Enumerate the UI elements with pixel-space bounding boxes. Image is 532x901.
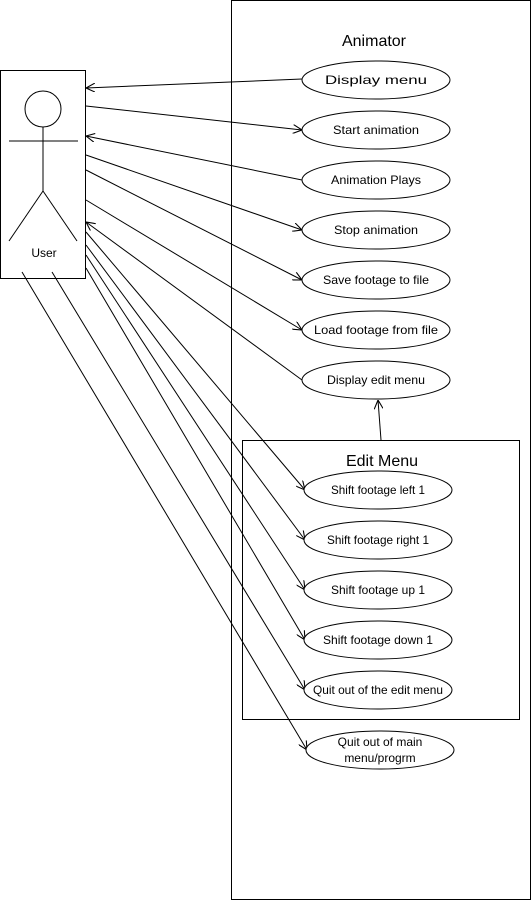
link-quit-edit	[51, 271, 305, 690]
svg-text:Load footage from file: Load footage from file	[314, 323, 438, 337]
link-load-footage	[85, 199, 302, 330]
link-edit-menu-open	[378, 400, 381, 441]
svg-text:Display menu: Display menu	[325, 73, 427, 87]
link-display-edit-menu	[86, 222, 303, 381]
svg-text:Display edit menu: Display edit menu	[327, 373, 425, 387]
use-case-shift-right: Shift footage right 1	[303, 520, 453, 560]
svg-text:Animation Plays: Animation Plays	[331, 173, 421, 187]
use-case-display-menu: Display menu	[301, 60, 451, 100]
link-shift-left	[85, 231, 305, 490]
svg-text:menu/progrm: menu/progrm	[344, 751, 415, 765]
svg-text:Save footage to file: Save footage to file	[323, 273, 429, 287]
link-stop-animation	[85, 154, 302, 230]
actor-box	[0, 70, 86, 279]
link-save-footage	[85, 169, 302, 280]
use-case-shift-down: Shift footage down 1	[303, 620, 453, 660]
link-start-animation	[85, 105, 302, 130]
svg-text:Quit out of main: Quit out of main	[338, 735, 423, 749]
svg-text:Shift footage right 1: Shift footage right 1	[327, 533, 429, 547]
use-case-shift-left: Shift footage left 1	[303, 470, 453, 510]
link-shift-down	[85, 267, 305, 640]
user-actor-figure	[8, 90, 78, 242]
svg-text:Stop animation: Stop animation	[334, 223, 418, 237]
link-quit-main	[21, 271, 307, 750]
use-case-shift-up: Shift footage up 1	[303, 570, 453, 610]
use-case-start-animation: Start animation	[301, 110, 451, 150]
use-case-display-edit-menu: Display edit menu	[301, 360, 451, 400]
edit-menu-boundary	[242, 440, 520, 720]
actor-label: User	[31, 246, 56, 260]
use-case-stop-animation: Stop animation	[301, 210, 451, 250]
svg-text:Start animation: Start animation	[333, 123, 419, 137]
svg-text:Shift footage down 1: Shift footage down 1	[323, 633, 433, 647]
svg-text:Quit out of the edit menu: Quit out of the edit menu	[313, 683, 443, 697]
svg-text:Shift footage left 1: Shift footage left 1	[331, 483, 425, 497]
use-case-quit-main-menu: Quit out of main menu/progrm	[305, 730, 455, 770]
link-display-menu	[86, 78, 303, 88]
use-case-save-footage: Save footage to file	[301, 260, 451, 300]
use-case-animation-plays: Animation Plays	[301, 160, 451, 200]
animator-title: Animator	[342, 33, 407, 50]
link-shift-right	[85, 244, 305, 540]
link-animation-plays	[86, 136, 303, 181]
link-shift-up	[85, 254, 305, 590]
edit-menu-title: Edit Menu	[346, 453, 418, 470]
animator-system-boundary	[231, 0, 531, 900]
use-case-load-footage: Load footage from file	[301, 310, 451, 350]
svg-text:Shift footage up 1: Shift footage up 1	[331, 583, 425, 597]
use-case-quit-edit-menu: Quit out of the edit menu	[303, 670, 453, 710]
